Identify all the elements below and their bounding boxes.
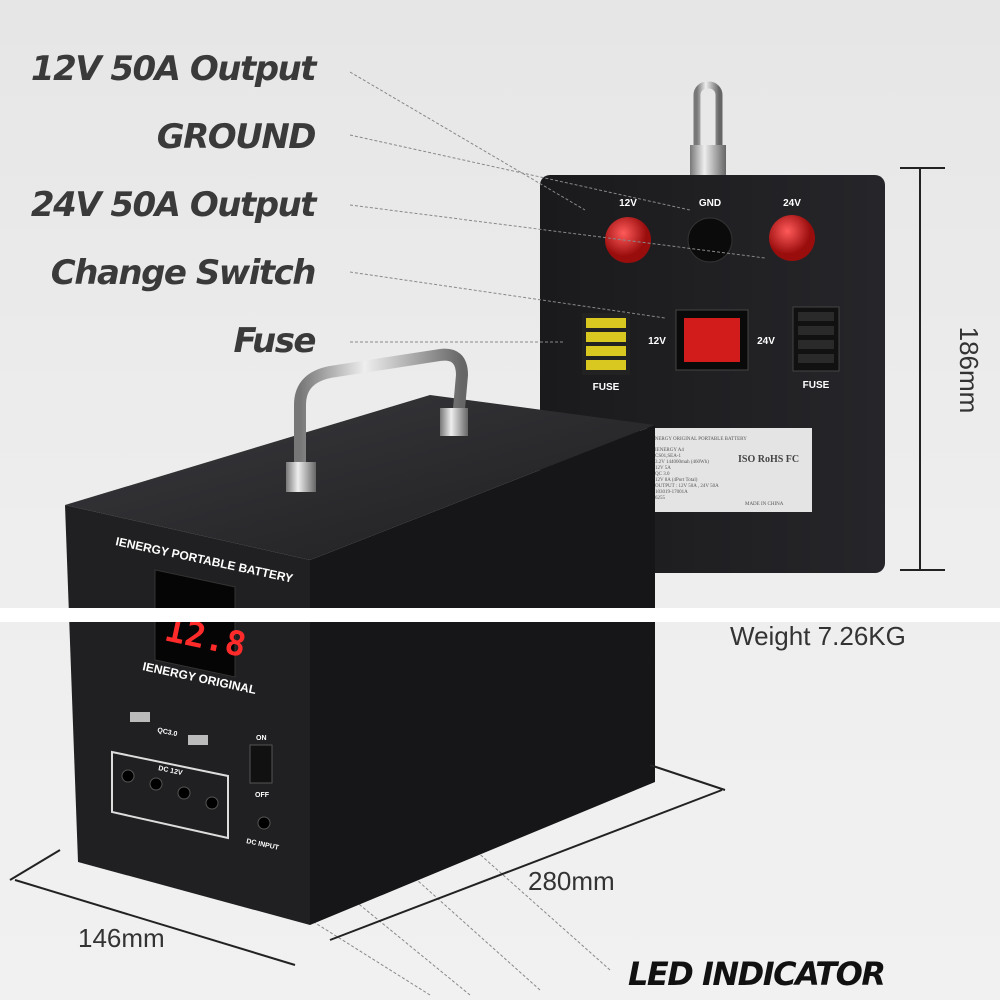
terminal-24v[interactable]: [769, 215, 815, 261]
callout-12v-output: 12V 50A Output: [31, 49, 318, 89]
front-unit: IENERGY PORTABLE BATTERY 12.8 IENERGY OR…: [65, 348, 655, 925]
divider-band: [0, 608, 1000, 622]
callout-fuse: Fuse: [234, 321, 316, 361]
fuse-right[interactable]: [792, 306, 840, 372]
change-switch[interactable]: [684, 318, 740, 362]
dc-port[interactable]: [205, 796, 219, 810]
switch-12v-label: 12V: [648, 336, 666, 347]
switch-24v-label: 24V: [757, 336, 775, 347]
usb-port-1[interactable]: [130, 712, 150, 722]
svg-text:6255: 6255: [655, 496, 666, 501]
svg-text:IENERGY A4: IENERGY A4: [655, 448, 684, 453]
svg-text:OUTPUT : 12V 50A , 24V 50A: OUTPUT : 12V 50A , 24V 50A: [655, 484, 719, 489]
dimension-lines: [9, 167, 945, 966]
callout-led-indicator: LED INDICATOR: [628, 955, 884, 993]
svg-text:12V 5A: 12V 5A: [655, 466, 671, 471]
switch-on-label: ON: [256, 735, 267, 742]
svg-text:IENERGY ORIGINAL PORTABLE BATT: IENERGY ORIGINAL PORTABLE BATTERY: [650, 437, 747, 442]
fuse-right-label: FUSE: [803, 380, 830, 391]
svg-text:103019-17001A: 103019-17001A: [655, 490, 688, 495]
svg-text:MADE IN CHINA: MADE IN CHINA: [745, 502, 784, 507]
port-12v-label: 12V: [619, 198, 637, 209]
dc-port[interactable]: [121, 769, 135, 783]
width-dimension: 146mm: [78, 923, 165, 953]
fuse-left[interactable]: [582, 313, 630, 375]
dc-input-port[interactable]: [257, 816, 271, 830]
callout-24v-output: 24V 50A Output: [31, 185, 318, 225]
dc-port-group: [111, 750, 229, 840]
power-switch[interactable]: [249, 744, 273, 784]
fuse-left-label: FUSE: [593, 382, 620, 393]
spec-label: IENERGY ORIGINAL PORTABLE BATTERY IENERG…: [640, 428, 812, 512]
svg-text:CS01,SEA-1: CS01,SEA-1: [655, 454, 681, 459]
port-24v-label: 24V: [783, 198, 801, 209]
svg-text:3.2V 144000mah (460Wh): 3.2V 144000mah (460Wh): [655, 460, 709, 465]
hook-base: [690, 145, 726, 175]
callout-change-switch: Change Switch: [51, 253, 315, 293]
usb-label: QC3.0: [157, 727, 178, 738]
carry-handle[interactable]: [294, 348, 469, 470]
dc-port[interactable]: [177, 786, 191, 800]
svg-text:QC 3.0: QC 3.0: [655, 472, 670, 477]
dc-port[interactable]: [149, 777, 163, 791]
weight-text: Weight 7.26KG: [730, 621, 906, 651]
svg-text:12V 8A (4Port Total): 12V 8A (4Port Total): [655, 478, 698, 483]
length-dimension: 280mm: [528, 866, 615, 896]
top-face: [65, 395, 655, 560]
callout-ground: GROUND: [157, 117, 316, 157]
port-gnd-label: GND: [699, 198, 721, 209]
switch-off-label: OFF: [255, 792, 270, 799]
terminal-gnd[interactable]: [687, 217, 733, 263]
height-dimension: 186mm: [954, 327, 984, 414]
svg-text:ISO RoHS FC: ISO RoHS FC: [738, 454, 799, 465]
side-face: [310, 425, 655, 925]
usb-port-2[interactable]: [188, 735, 208, 745]
